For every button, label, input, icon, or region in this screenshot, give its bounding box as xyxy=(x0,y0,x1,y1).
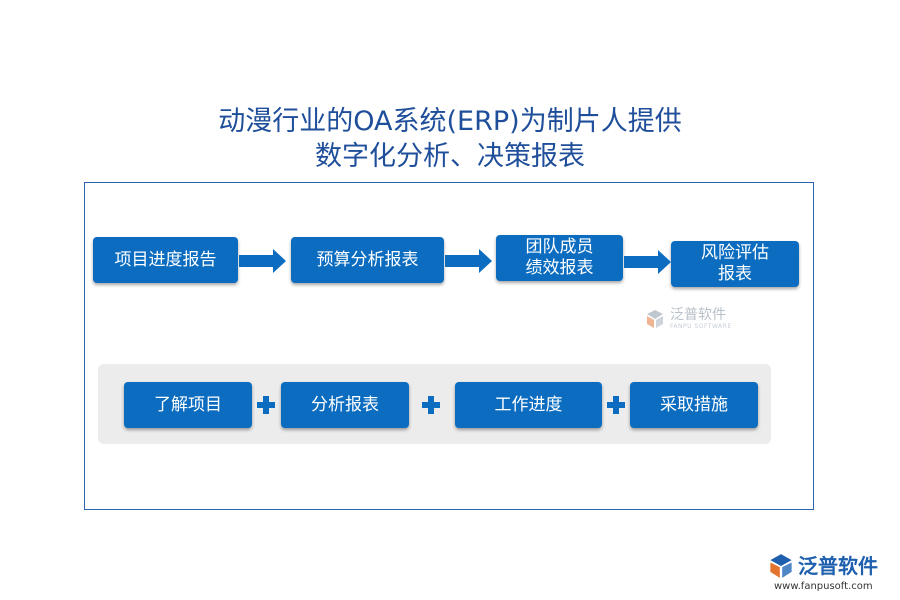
summary-item-text: 分析报表 xyxy=(311,394,379,415)
flow-step-text: 绩效报表 xyxy=(525,258,594,278)
right-arrow-icon xyxy=(239,249,286,273)
plus-icon xyxy=(257,396,275,414)
flow-step-text: 团队成员 xyxy=(525,237,594,257)
watermark-sub: FANPU SOFTWARE xyxy=(670,323,732,330)
watermark-name: 泛普软件 xyxy=(670,307,726,323)
summary-item-text: 工作进度 xyxy=(494,394,563,415)
flow-step-text: 项目进度报告 xyxy=(114,249,217,270)
flow-step-team-performance: 团队成员 绩效报表 xyxy=(496,235,623,281)
flow-step-text: 预算分析报表 xyxy=(316,249,419,270)
flow-step-project-progress: 项目进度报告 xyxy=(93,237,238,283)
fanpu-logo-icon xyxy=(647,310,663,328)
plus-icon xyxy=(607,396,625,414)
summary-item-take-action: 采取措施 xyxy=(630,382,758,428)
flow-step-budget-analysis: 预算分析报表 xyxy=(291,237,444,283)
flow-step-risk-assessment: 风险评估 报表 xyxy=(671,241,799,287)
brand-url: www.fanpusoft.com xyxy=(774,581,873,592)
flow-step-text: 风险评估 xyxy=(701,243,769,263)
right-arrow-icon xyxy=(624,250,671,274)
brand-logo: 泛普软件 xyxy=(768,553,878,579)
page-title-line-2: 数字化分析、决策报表 xyxy=(315,141,585,172)
plus-icon xyxy=(422,396,440,414)
flow-step-text: 报表 xyxy=(718,264,752,284)
page-title-line-1: 动漫行业的OA系统(ERP)为制片人提供 xyxy=(218,106,682,137)
right-arrow-icon xyxy=(445,249,492,273)
watermark: 泛普软件 FANPU SOFTWARE xyxy=(644,308,732,330)
summary-item-work-progress: 工作进度 xyxy=(455,382,602,428)
summary-item-understand-project: 了解项目 xyxy=(124,382,252,428)
brand-name: 泛普软件 xyxy=(798,554,878,578)
summary-item-text: 采取措施 xyxy=(660,394,728,415)
fanpu-logo-icon xyxy=(770,554,792,578)
diagram-frame xyxy=(84,182,814,510)
summary-item-analysis-report: 分析报表 xyxy=(281,382,409,428)
summary-item-text: 了解项目 xyxy=(154,394,222,415)
